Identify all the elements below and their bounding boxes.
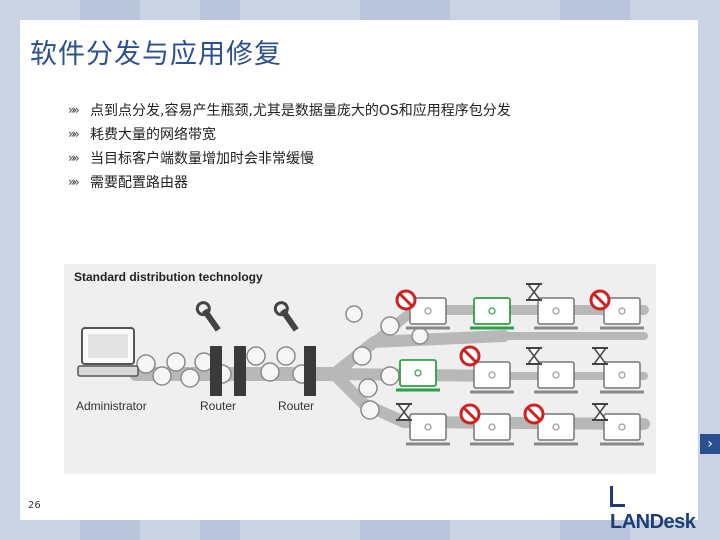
logo-mark-icon (610, 486, 625, 507)
blocked-icon (395, 289, 417, 311)
slide: 软件分发与应用修复 »» 点到点分发,容易产生瓶颈,尤其是数据量庞大的OS和应用程… (20, 20, 698, 533)
blocked-icon (459, 345, 481, 367)
router-label: Router (278, 399, 314, 413)
bullet-list: »» 点到点分发,容易产生瓶颈,尤其是数据量庞大的OS和应用程序包分发 »» 耗费大… (68, 98, 511, 194)
bullet-item: »» 点到点分发,容易产生瓶颈,尤其是数据量庞大的OS和应用程序包分发 (68, 98, 511, 122)
blocked-icon (523, 403, 545, 425)
hourglass-icon (592, 347, 608, 365)
client-computer-icon (600, 297, 644, 330)
next-slide-button[interactable]: › (700, 434, 720, 454)
bullet-chevron-icon: »» (68, 151, 80, 165)
hourglass-icon (526, 283, 542, 301)
distribution-diagram-svg: Standard distribution technology (74, 270, 650, 446)
diagram-heading: Standard distribution technology (74, 270, 263, 284)
blocked-icon (459, 403, 481, 425)
bullet-text: 需要配置路由器 (90, 175, 188, 191)
bullet-text: 耗费大量的网络带宽 (90, 127, 216, 143)
client-computer-icon (534, 297, 578, 330)
logo-text: LANDesk (610, 511, 696, 533)
hourglass-icon (592, 403, 608, 421)
bullet-chevron-icon: »» (68, 103, 80, 117)
hourglass-icon (396, 403, 412, 421)
bullet-text: 当目标客户端数量增加时会非常缓慢 (90, 151, 314, 167)
client-computer-icon (470, 361, 514, 394)
client-computer-icon (534, 361, 578, 394)
client-computer-icon (406, 413, 450, 446)
landesk-logo: LANDesk (610, 486, 698, 534)
bullet-item: »» 当目标客户端数量增加时会非常缓慢 (68, 146, 511, 170)
client-computer-icon (470, 297, 514, 330)
router-icon (195, 301, 246, 396)
page-number: 26 (28, 500, 41, 511)
distribution-diagram: Standard distribution technology (64, 264, 656, 474)
chevron-right-icon: › (707, 436, 713, 452)
client-computer-icon (600, 361, 644, 394)
hourglass-icon (526, 347, 542, 365)
bullet-chevron-icon: »» (68, 175, 80, 189)
administrator-computer-icon (77, 327, 139, 377)
bullet-chevron-icon: »» (68, 127, 80, 141)
client-computer-icon (406, 297, 450, 330)
client-computer-icon (600, 413, 644, 446)
router-icon (273, 301, 316, 396)
client-computer-icon (470, 413, 514, 446)
client-computer-icon (534, 413, 578, 446)
bullet-item: »» 耗费大量的网络带宽 (68, 122, 511, 146)
router-label: Router (200, 399, 236, 413)
client-computer-icon (396, 359, 440, 392)
slide-title: 软件分发与应用修复 (30, 39, 282, 70)
bullet-item: »» 需要配置路由器 (68, 170, 511, 194)
administrator-label: Administrator (76, 399, 147, 413)
bullet-text: 点到点分发,容易产生瓶颈,尤其是数据量庞大的OS和应用程序包分发 (90, 103, 511, 119)
blocked-icon (589, 289, 611, 311)
